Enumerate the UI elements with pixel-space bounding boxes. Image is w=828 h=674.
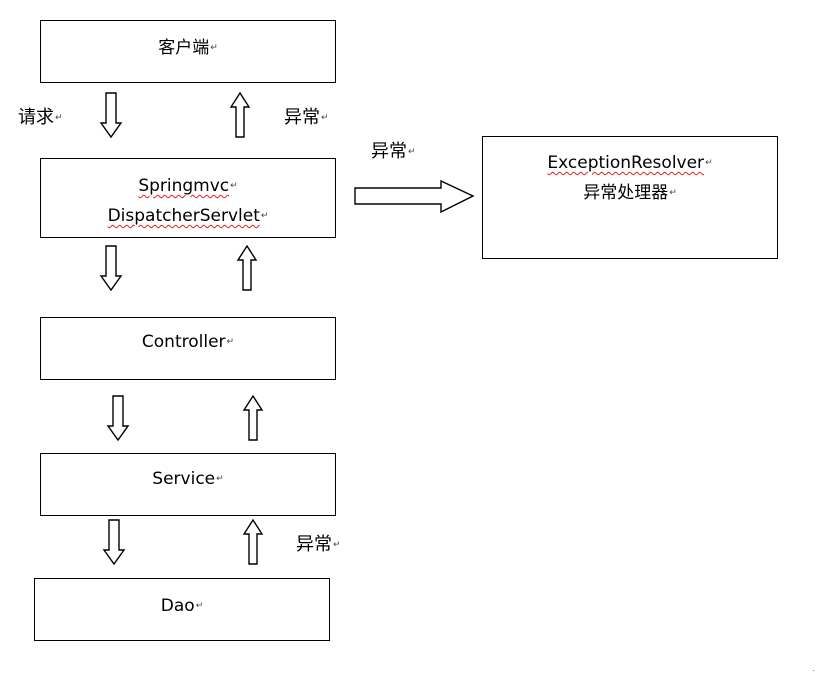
paragraph-mark: ↵ — [195, 601, 204, 611]
client-box: 客户端↵ — [40, 20, 336, 83]
right-arrow-to-exception-resolver — [354, 179, 475, 214]
paragraph-mark: ↵ — [669, 188, 677, 198]
exception-resolver-box: ExceptionResolver↵ 异常处理器↵ — [482, 136, 778, 259]
exception-label-right: 异常↵ — [371, 141, 416, 162]
up-arrow-dispatcher-to-client — [229, 91, 251, 138]
down-arrow-dispatcher-to-controller — [99, 245, 123, 292]
dispatcher-servlet-box: Springmvc↵ DispatcherServlet↵ — [40, 158, 336, 238]
paragraph-mark: ↵ — [226, 337, 235, 347]
exception-resolver-label: ExceptionResolver — [547, 153, 705, 173]
springmvc-label: Springmvc — [138, 176, 230, 196]
exception-label-bottom: 异常↵ — [296, 534, 341, 555]
dispatcher-servlet-label: DispatcherServlet — [107, 206, 260, 226]
service-label: Service — [152, 469, 216, 489]
request-label: 请求↵ — [18, 107, 63, 128]
down-arrow-controller-to-service — [106, 395, 130, 442]
paragraph-mark: ↵ — [216, 474, 224, 484]
service-box: Service↵ — [40, 453, 336, 516]
client-label: 客户端 — [158, 38, 210, 58]
exception-label-top: 异常↵ — [284, 107, 329, 128]
dao-label: Dao — [160, 596, 195, 616]
up-arrow-service-to-controller — [242, 394, 264, 441]
controller-box: Controller↵ — [40, 317, 336, 380]
up-arrow-dao-to-service — [242, 518, 264, 565]
dao-box: Dao↵ — [34, 578, 330, 641]
down-arrow-client-to-dispatcher — [99, 92, 123, 139]
controller-label: Controller — [141, 332, 226, 352]
exception-handler-label: 异常处理器 — [583, 183, 669, 203]
corner-mark: . — [812, 664, 815, 673]
paragraph-mark: ↵ — [260, 211, 269, 221]
paragraph-mark: ↵ — [705, 158, 713, 168]
paragraph-mark: ↵ — [230, 181, 238, 191]
down-arrow-service-to-dao — [102, 519, 126, 566]
up-arrow-controller-to-dispatcher — [236, 244, 258, 291]
paragraph-mark: ↵ — [210, 43, 218, 53]
